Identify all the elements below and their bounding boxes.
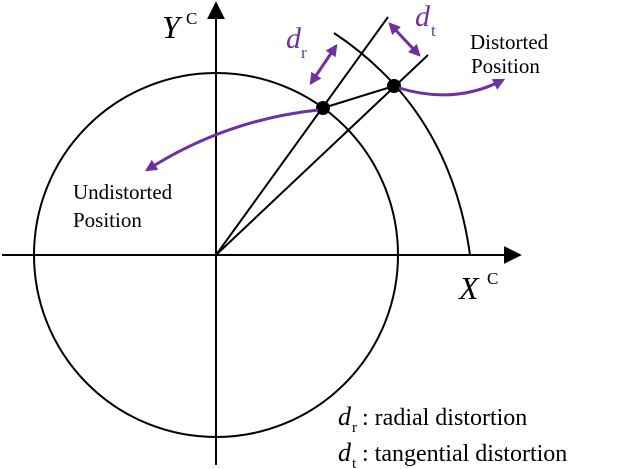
undistorted-label-line1: Undistorted [73, 180, 173, 204]
x-axis-label: X [457, 270, 480, 306]
distorted-label-line2: Position [471, 54, 540, 78]
legend-dr-subscript: r [352, 420, 357, 436]
dt-double-arrow [388, 22, 421, 57]
dr-label: d [286, 22, 302, 55]
distorted-label-line1: Distorted [470, 30, 549, 54]
legend: d r : radial distortion d t : tangential… [338, 402, 567, 469]
legend-dt-symbol: d [338, 438, 352, 467]
legend-dr-symbol: d [338, 402, 352, 431]
dr-double-arrow [309, 44, 338, 85]
undistorted-label-line2: Position [73, 208, 142, 232]
tangential-segment [322, 85, 395, 109]
undistorted-point [316, 101, 330, 115]
legend-dt-text: : tangential distortion [362, 441, 567, 467]
undistorted-pointer-arrow [144, 108, 319, 172]
legend-dr-text: : radial distortion [362, 405, 527, 431]
undistorted-circle [33, 72, 399, 438]
y-axis-superscript: C [186, 9, 197, 28]
x-axis-superscript: C [487, 269, 498, 288]
legend-dt-subscript: t [352, 456, 357, 469]
dt-subscript: t [431, 21, 436, 40]
dr-subscript: r [301, 43, 307, 62]
distorted-arc [333, 32, 471, 256]
dt-label: d [415, 0, 431, 33]
distorted-pointer-arrow [398, 78, 506, 97]
y-axis-label: Y [162, 9, 183, 45]
ray-undistorted [215, 16, 389, 256]
distorted-point [387, 79, 401, 93]
